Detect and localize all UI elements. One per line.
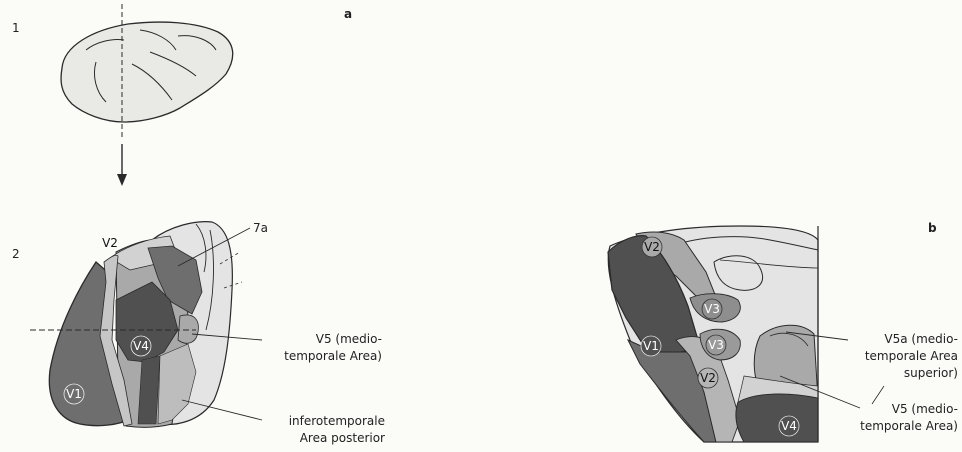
label-v5a-line2: temporale Area	[865, 349, 958, 363]
label-v5a-line3: superior)	[904, 366, 958, 380]
area-v4-badge-b: V4	[779, 416, 799, 436]
area-v2-low-badge: V2	[698, 368, 718, 388]
arrow-down-icon	[117, 144, 127, 186]
area-v1-label-b: V1	[643, 339, 659, 353]
label-7a: 7a	[253, 221, 268, 235]
panel-a: a 1 2	[12, 4, 385, 445]
area-v4-label-b: V4	[781, 419, 797, 433]
label-v5a-line1: V5a (medio-	[884, 332, 958, 346]
area-v4-label: V4	[133, 339, 149, 353]
area-v2-top-label: V2	[644, 240, 660, 254]
area-v3-top-badge: V3	[702, 299, 722, 319]
area-v4-badge: V4	[131, 336, 151, 356]
area-v2-low-label: V2	[700, 371, 716, 385]
panel-b: b	[608, 221, 958, 442]
step-1-number: 1	[12, 21, 20, 35]
area-v1-badge: V1	[64, 384, 84, 404]
panel-a-letter: a	[344, 7, 352, 21]
panel-b-letter: b	[928, 221, 937, 235]
occipital-section-a	[30, 222, 242, 428]
label-v5-b-line2: temporale Area)	[860, 419, 958, 433]
label-v5-b-line1: V5 (medio-	[892, 402, 958, 416]
label-v5-a-line1: V5 (medio-	[316, 332, 382, 346]
area-v3-low-label: V3	[708, 338, 724, 352]
label-it-line1: inferotemporale	[289, 414, 385, 428]
label-it-line2: Area posterior	[300, 431, 385, 445]
area-v1-label: V1	[66, 387, 82, 401]
area-v3-low-badge: V3	[706, 335, 726, 355]
area-v1-badge-b: V1	[641, 336, 661, 356]
step-2-number: 2	[12, 247, 20, 261]
label-v5-a-line2: temporale Area)	[284, 349, 382, 363]
occipital-section-b	[608, 226, 818, 442]
whole-brain-sketch	[61, 4, 233, 140]
area-v3-top-label: V3	[704, 302, 720, 316]
area-v2-top-badge: V2	[642, 237, 662, 257]
annotation-inferotemporal: inferotemporale Area posterior	[182, 400, 385, 445]
area-v2-label: V2	[102, 236, 118, 250]
